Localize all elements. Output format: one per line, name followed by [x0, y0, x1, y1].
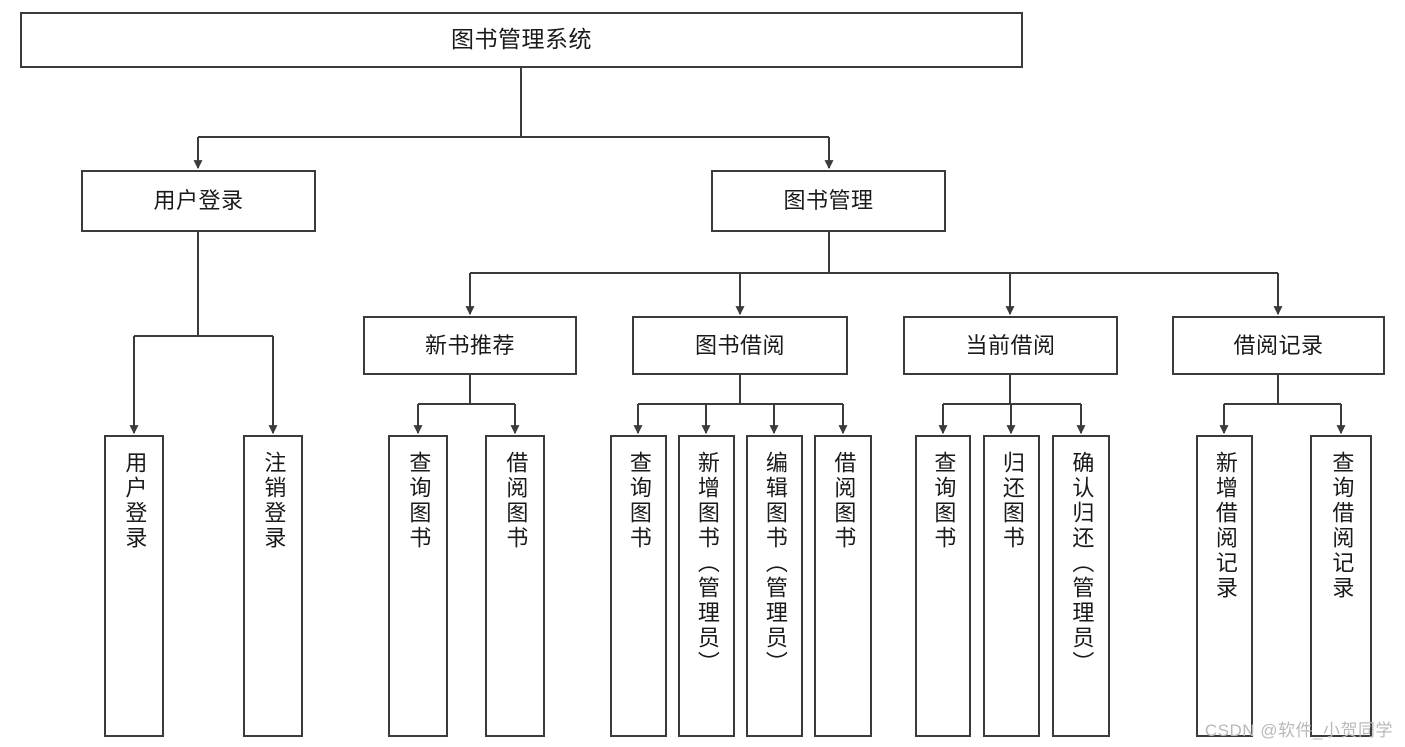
node-user-login[interactable]: 用户登录: [81, 170, 316, 232]
leaf-add-borrow-record[interactable]: 新增借阅记录: [1196, 435, 1253, 737]
leaf-return-book-label: 归还图书: [999, 451, 1025, 551]
leaf-borrow-book-label: 借阅图书: [831, 451, 857, 551]
leaf-query-book-current[interactable]: 查询图书: [915, 435, 971, 737]
node-book-borrow-label: 图书借阅: [694, 332, 785, 358]
leaf-add-borrow-record-label: 新增借阅记录: [1212, 451, 1238, 601]
node-new-book-recommend[interactable]: 新书推荐: [363, 316, 577, 375]
leaf-user-login[interactable]: 用户登录: [104, 435, 164, 737]
node-new-book-recommend-label: 新书推荐: [424, 332, 515, 358]
leaf-user-login-label: 用户登录: [122, 451, 148, 551]
node-book-management-label: 图书管理: [783, 188, 874, 214]
leaf-add-book-admin[interactable]: 新增图书（管理员）: [678, 435, 735, 737]
node-book-borrow[interactable]: 图书借阅: [632, 316, 848, 375]
node-root-label: 图书管理系统: [451, 26, 592, 53]
watermark: CSDN @软件_小贺同学: [1204, 721, 1393, 740]
leaf-query-borrow-record[interactable]: 查询借阅记录: [1310, 435, 1372, 737]
leaf-query-book-rec[interactable]: 查询图书: [388, 435, 448, 737]
leaf-borrow-book[interactable]: 借阅图书: [814, 435, 872, 737]
node-root[interactable]: 图书管理系统: [20, 12, 1023, 68]
leaf-confirm-return-admin-label: 确认归还（管理员）: [1069, 451, 1095, 676]
leaf-query-book-current-label: 查询图书: [931, 451, 957, 551]
leaf-user-logout-label: 注销登录: [261, 451, 287, 551]
leaf-query-book-borrow[interactable]: 查询图书: [610, 435, 667, 737]
node-current-borrow-label: 当前借阅: [965, 332, 1056, 358]
leaf-borrow-book-rec[interactable]: 借阅图书: [485, 435, 545, 737]
leaf-edit-book-admin[interactable]: 编辑图书（管理员）: [746, 435, 803, 737]
node-book-management[interactable]: 图书管理: [711, 170, 946, 232]
leaf-add-book-admin-label: 新增图书（管理员）: [694, 451, 720, 676]
leaf-user-logout[interactable]: 注销登录: [243, 435, 303, 737]
leaf-return-book[interactable]: 归还图书: [983, 435, 1040, 737]
node-user-login-label: 用户登录: [153, 188, 244, 214]
leaf-confirm-return-admin[interactable]: 确认归还（管理员）: [1052, 435, 1110, 737]
leaf-query-borrow-record-label: 查询借阅记录: [1329, 451, 1355, 601]
leaf-borrow-book-rec-label: 借阅图书: [503, 451, 529, 551]
node-current-borrow[interactable]: 当前借阅: [903, 316, 1118, 375]
node-borrow-record-label: 借阅记录: [1233, 332, 1324, 358]
leaf-query-book-rec-label: 查询图书: [406, 451, 432, 551]
node-borrow-record[interactable]: 借阅记录: [1172, 316, 1385, 375]
leaf-edit-book-admin-label: 编辑图书（管理员）: [762, 451, 788, 676]
leaf-query-book-borrow-label: 查询图书: [626, 451, 652, 551]
